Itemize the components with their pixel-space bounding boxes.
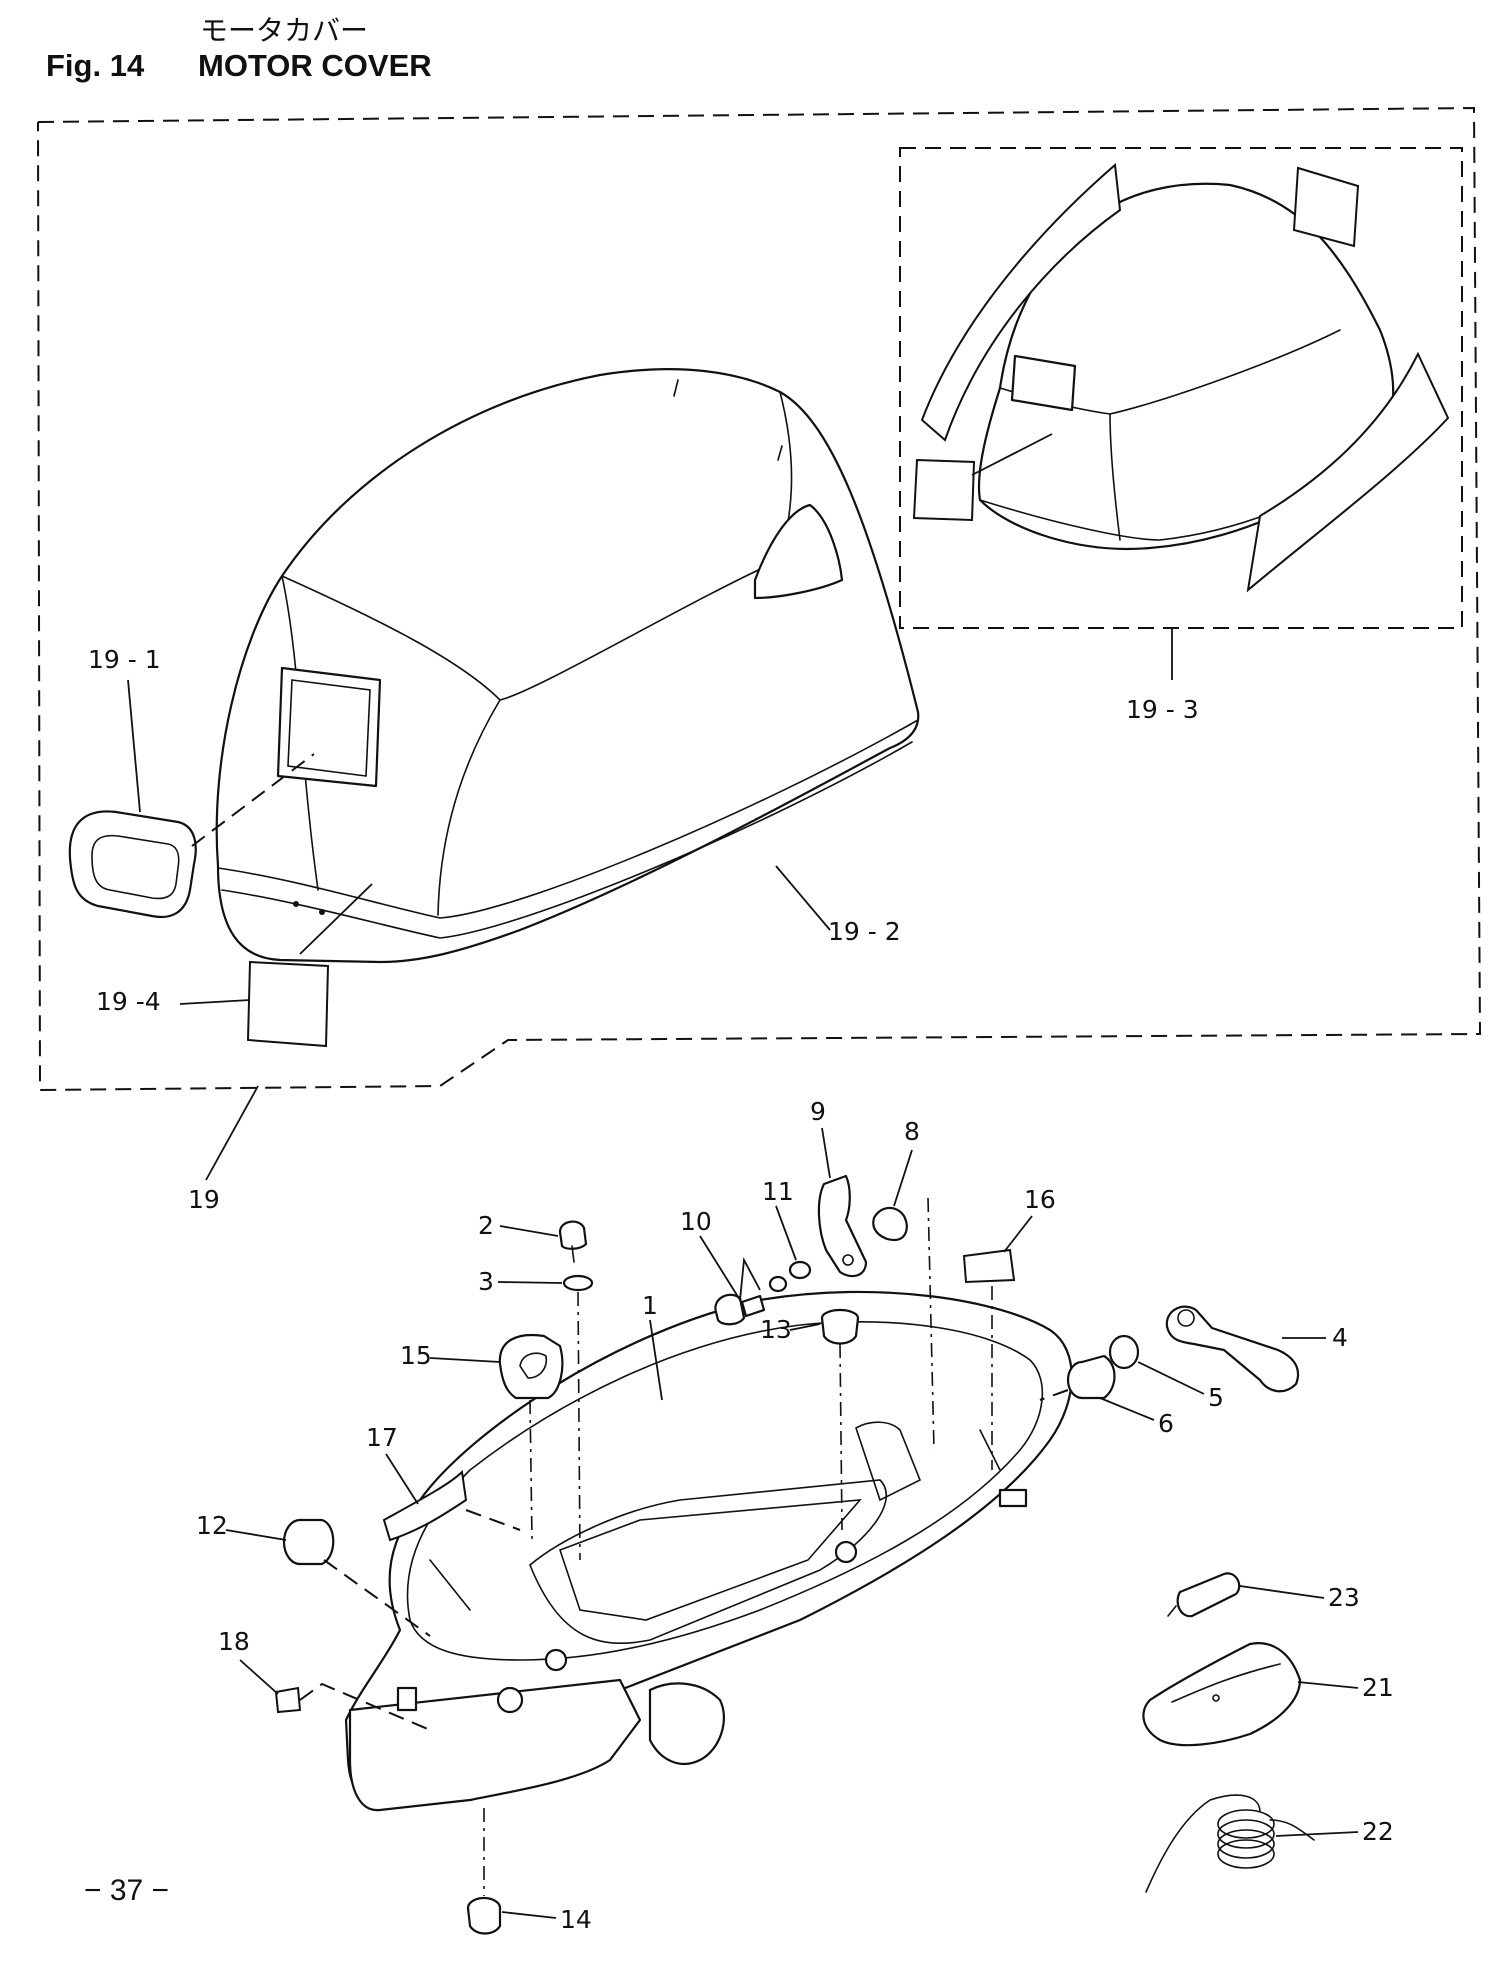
lock-lever-4 [1165,1305,1300,1393]
side-decal-right [1246,351,1450,593]
callout-22: 22 [1362,1817,1394,1846]
grommet-13 [820,1308,860,1345]
callout-8: 8 [904,1117,920,1146]
grommet-19-1 [68,753,315,919]
callout-21: 21 [1362,1673,1394,1702]
decal-set-cowling-19-3 [912,162,1450,680]
washer-3 [562,1274,594,1292]
figure-number: Fig. 14 [46,48,145,83]
callout-5: 5 [1208,1383,1224,1412]
grommet-15 [498,1334,564,1400]
label-17 [382,1469,468,1542]
callout-19-2: 19 - 2 [828,917,901,946]
callout-11: 11 [762,1177,794,1206]
grommet-12 [282,1518,335,1566]
callout-9: 9 [810,1097,826,1126]
cord-22 [1145,1794,1315,1893]
callout-19-3: 19 - 3 [1126,695,1199,724]
bottom-cowling-1 [344,1290,1073,1812]
tool-bag-21 [1142,1642,1302,1747]
part-23 [1167,1572,1241,1618]
side-decal-top [1292,166,1360,248]
callout-17: 17 [366,1423,398,1452]
decal-set-19-3-outline [899,147,1463,629]
callout-15: 15 [400,1341,432,1370]
label-16 [962,1248,1016,1284]
callout-19-4: 19 -4 [96,987,161,1016]
label-19-4 [246,960,330,1048]
callout-2: 2 [478,1211,494,1240]
top-cowling-19-2 [215,368,920,964]
side-decal-left [920,162,1122,442]
callout-6: 6 [1158,1409,1174,1438]
callout-1: 1 [642,1291,658,1320]
callout-18: 18 [218,1627,250,1656]
page-number: − 37 − [84,1874,169,1907]
washer-8 [872,1206,908,1242]
callout-13: 13 [760,1315,792,1344]
assembly-19-outline [37,106,1482,1092]
callout-16: 16 [1024,1185,1056,1214]
callout-14: 14 [560,1905,592,1934]
callout-3: 3 [478,1267,494,1296]
washer-11 [788,1260,812,1280]
callout-23: 23 [1328,1583,1360,1612]
label-18 [274,1686,302,1714]
callout-4: 4 [1332,1323,1348,1352]
callout-10: 10 [680,1207,712,1236]
callout-12: 12 [196,1511,228,1540]
title-japanese: モータカバー [200,14,368,47]
page-title: MOTOR COVER [198,48,432,83]
collar-6 [1066,1354,1116,1400]
callout-19-1: 19 - 1 [88,645,161,674]
bolt-2 [558,1220,588,1263]
callout-19: 19 [188,1185,220,1214]
front-decal-small [912,458,976,522]
washer-5 [1108,1334,1140,1370]
bolt-10 [714,1293,766,1326]
lever-9 [817,1174,868,1278]
grommet-14 [466,1896,502,1935]
